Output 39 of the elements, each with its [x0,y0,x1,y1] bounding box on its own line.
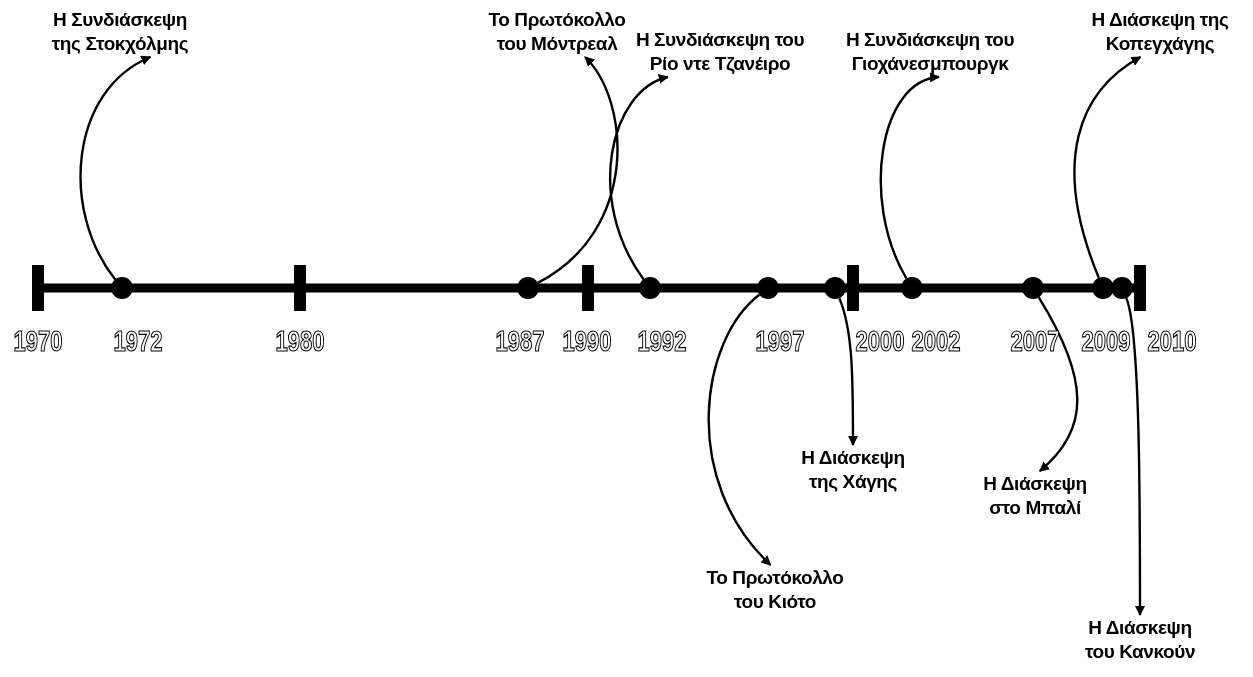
event-dot [824,277,846,299]
event-dot [757,277,779,299]
year-label: 1972 [113,325,163,357]
year-label: 2010 [1147,325,1197,357]
year-label: 1970 [13,325,63,357]
event-label: Η Συνδιάσκεψη του Ρίο ντε Τζανέιρο [630,28,810,76]
year-label: 1980 [275,325,325,357]
curved-arrow [1125,297,1145,616]
year-label: 2007 [1010,325,1060,357]
curved-arrow [609,75,669,280]
event-label: Η Συνδιάσκεψη του Γιοχάνεσμπουργκ [818,28,1042,76]
year-label: 1992 [637,325,687,357]
event-dot [1022,277,1044,299]
curved-arrow [1037,296,1079,472]
year-label: 1997 [755,325,805,357]
event-label: Το Πρωτόκολλο του Μόντρεαλ [487,8,627,56]
event-dot [517,277,539,299]
year-label: 2000 [855,325,905,357]
curved-arrow [879,74,940,280]
event-label: Η Διάσκεψη της Κοπεγχάγης [1085,8,1235,56]
event-label: Το Πρωτόκολλο του Κιότο [700,566,850,614]
curved-arrow [79,55,152,281]
curved-arrow [1073,56,1142,279]
year-label: 2009 [1081,325,1131,357]
event-dot [111,277,133,299]
event-dot [1111,277,1133,299]
event-label: Η Διάσκεψη της Χάγης [793,446,913,494]
event-label: Η Διάσκεψη στο Μπαλί [975,472,1095,520]
year-label: 2002 [911,325,961,357]
event-dot [901,277,923,299]
curved-arrow [838,297,858,446]
event-label: Η Συνδιάσκεψη της Στοκχόλμης [40,8,200,56]
year-label: 1987 [495,325,545,357]
curved-arrow [707,293,772,566]
event-dot [639,277,661,299]
event-dot [1092,277,1114,299]
year-label: 1990 [562,325,612,357]
curved-arrow [537,56,619,284]
event-label: Η Διάσκεψη του Κανκούν [1080,616,1200,664]
